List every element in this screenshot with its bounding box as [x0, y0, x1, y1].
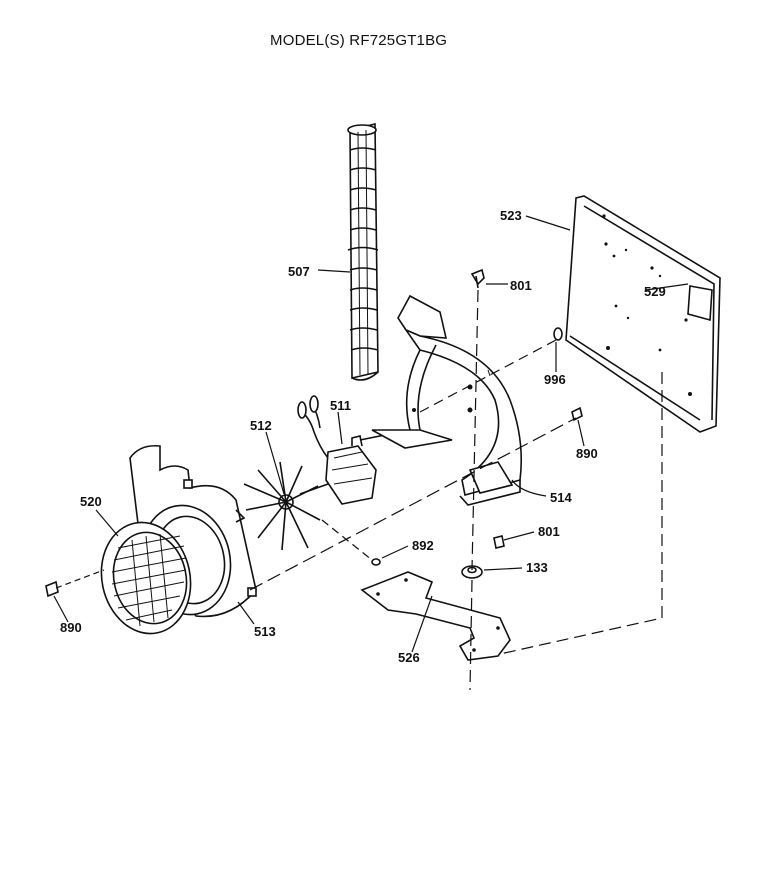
panel-523	[565, 195, 721, 433]
callout-512: 512	[250, 418, 272, 433]
callout-133: 133	[526, 560, 548, 575]
assembly-lines	[55, 289, 663, 691]
leader-lines	[53, 215, 689, 653]
screw-801-lower	[493, 535, 505, 549]
screw-890-right	[571, 406, 583, 422]
screw-890-left	[45, 580, 59, 598]
callout-511: 511	[330, 398, 351, 413]
callout-523: 523	[500, 208, 522, 223]
callout-890-left: 890	[60, 620, 82, 635]
clip-892	[371, 558, 381, 566]
grille-520	[100, 521, 192, 635]
callout-529: 529	[644, 284, 666, 299]
callout-996: 996	[544, 372, 566, 387]
callout-801-top: 801	[510, 278, 532, 293]
fan-blade-512	[243, 461, 321, 551]
blower-wheel-507	[347, 122, 379, 381]
callout-513: 513	[254, 624, 276, 639]
callout-507: 507	[288, 264, 310, 279]
callout-526: 526	[398, 650, 420, 665]
callout-801-lower: 801	[538, 524, 560, 539]
callout-520: 520	[80, 494, 102, 509]
screw-801-top	[470, 268, 485, 289]
nut-996	[553, 327, 563, 341]
callout-890-right: 890	[576, 446, 598, 461]
motor-511	[297, 395, 377, 505]
callout-labels: 507 801 523 529 996 511 512 890 520 514 …	[60, 208, 666, 665]
motor-bracket-514	[359, 294, 522, 506]
callout-514: 514	[550, 490, 572, 505]
mounting-plate-526	[360, 571, 511, 661]
model-title: MODEL(S) RF725GT1BG	[270, 32, 448, 49]
callout-892: 892	[412, 538, 434, 553]
